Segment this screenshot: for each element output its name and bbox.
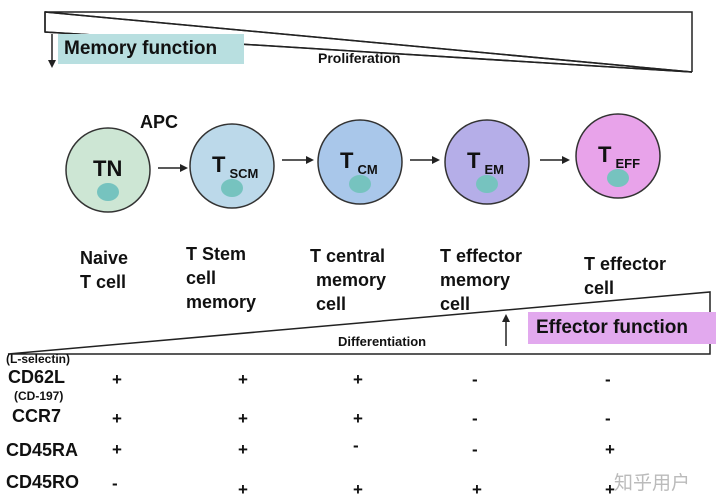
cell-symbol: TN [93, 156, 122, 181]
cell-desc-line: T effector [584, 254, 667, 274]
marker-alias-ccr7: (CD-197) [14, 389, 64, 403]
cell-desc-eff: T effector cell [584, 252, 666, 300]
cell-desc-naive: Naive T cell [80, 246, 128, 294]
marker-value: + [112, 409, 122, 428]
cell-desc-line: T cell [80, 272, 127, 292]
nucleus-icon [607, 169, 629, 187]
marker-value: + [605, 440, 615, 459]
marker-value: + [605, 480, 615, 499]
marker-name-ccr7: CCR7 [12, 406, 62, 426]
marker-name-cd45ra: CD45RA [6, 440, 79, 460]
marker-value: + [472, 480, 482, 499]
cell-desc-em: T effector memory cell [440, 244, 522, 316]
marker-name-cd45ro: CD45RO [6, 472, 80, 492]
marker-value: - [112, 474, 118, 493]
marker-value: - [353, 436, 359, 455]
memory-function-box: Memory function [58, 34, 244, 64]
cell-desc-line: T central [310, 246, 386, 266]
cell-desc-line: cell [440, 294, 471, 314]
transition-arrows [158, 159, 562, 169]
watermark: 知乎用户 [614, 472, 691, 494]
apc-label: APC [140, 112, 179, 132]
marker-value: - [605, 370, 611, 389]
proliferation-label: Proliferation [318, 50, 401, 66]
effector-function-box: Effector function [528, 312, 716, 344]
marker-value: + [238, 480, 248, 499]
marker-value: - [472, 370, 478, 389]
marker-value: + [112, 440, 122, 459]
cell-desc-line: Naive [80, 248, 129, 268]
marker-value: + [238, 370, 248, 389]
marker-alias-cd62l: (L-selectin) [6, 352, 71, 366]
cell-desc-line: T Stem [186, 244, 247, 264]
marker-value: + [353, 370, 363, 389]
cell-desc-line: cell [316, 294, 347, 314]
marker-value: + [353, 480, 363, 499]
marker-value: - [472, 440, 478, 459]
nucleus-icon [97, 183, 119, 201]
cell-desc-scm: T Stem cell memory [186, 242, 256, 314]
marker-value: + [238, 440, 248, 459]
effector-function-label: Effector function [536, 317, 688, 338]
proliferation-frame [45, 11, 693, 72]
cell-desc-line: memory [186, 292, 257, 312]
nucleus-icon [221, 179, 243, 197]
cell-desc-line: memory [440, 270, 511, 290]
nucleus-icon [349, 175, 371, 193]
marker-name-cd62l: CD62L [8, 367, 66, 387]
nucleus-icon [476, 175, 498, 193]
cell-desc-line: T effector [440, 246, 523, 266]
marker-value: + [238, 409, 248, 428]
cell-desc-line: memory [316, 270, 387, 290]
memory-function-label: Memory function [64, 38, 218, 59]
marker-value: + [353, 409, 363, 428]
marker-value: + [112, 370, 122, 389]
cell-desc-line: cell [584, 278, 615, 298]
cell-desc-cm: T central memory cell [310, 244, 386, 316]
cell-circle-1: TN [65, 127, 151, 213]
marker-value: - [605, 409, 611, 428]
differentiation-label: Differentiation [338, 334, 427, 349]
marker-value: - [472, 409, 478, 428]
cell-desc-line: cell [186, 268, 217, 288]
